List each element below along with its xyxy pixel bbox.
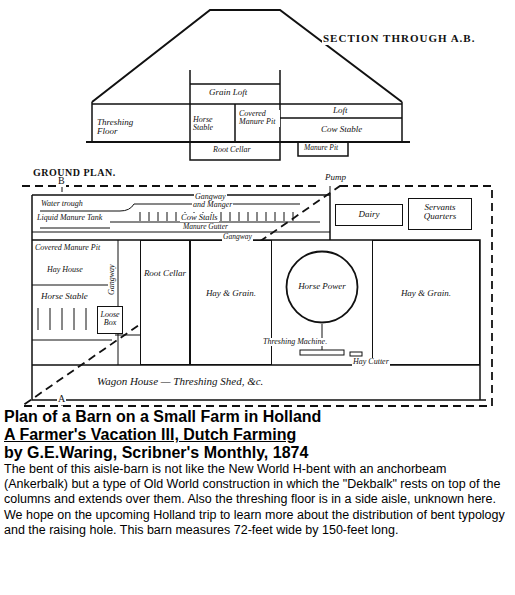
- stall-divider: [38, 308, 39, 330]
- room-name: Loose Box: [100, 311, 120, 328]
- plan-label: Cow Stable: [320, 125, 363, 134]
- stall-divider: [275, 212, 276, 221]
- room-box: Loose Box: [97, 306, 123, 334]
- horse-power-circle: Horse Power: [285, 250, 359, 324]
- caption: The bent of this aisle-barn is not like …: [4, 462, 511, 538]
- plan-label: Hay Cutter: [352, 358, 390, 366]
- room-box: Dairy: [335, 204, 403, 226]
- plan-label: Wagon House — Threshing Shed, &c.: [96, 376, 264, 388]
- plan-label: GROUND PLAN.: [32, 168, 117, 179]
- plan-label: Threshing Machine.: [262, 338, 328, 346]
- stall-divider: [62, 308, 63, 330]
- stall-divider: [158, 212, 159, 221]
- room-box: Hay & Grain.: [190, 240, 272, 365]
- plan-label: Horse Stable: [192, 116, 234, 133]
- room-name: Root Cellar: [144, 269, 186, 278]
- stall-divider: [149, 212, 150, 221]
- stall-divider: [257, 212, 258, 221]
- plan-label: Water trough: [40, 200, 84, 208]
- plan-label: Manure Pit: [303, 144, 339, 152]
- room-name: Dairy: [359, 210, 380, 219]
- plan-label: Gangway: [108, 263, 116, 296]
- plan-label: Hay House: [46, 266, 84, 274]
- stall-divider: [284, 212, 285, 221]
- plan-label: SECTION THROUGH A.B.: [322, 33, 476, 45]
- stall-divider: [248, 212, 249, 221]
- room-name: Hay & Grain.: [401, 289, 451, 298]
- room-box: Root Cellar: [140, 240, 190, 365]
- plan-label: Cow Stalls: [180, 213, 219, 222]
- plan-label: B: [57, 176, 66, 187]
- room-name: Hay & Grain.: [206, 289, 256, 298]
- plan-label: A: [57, 394, 66, 405]
- room-name: Servants Quarters: [411, 203, 469, 222]
- room-box: Servants Quarters: [408, 198, 472, 230]
- title: Plan of a Barn on a Small Farm in Hollan…: [4, 408, 511, 426]
- stall-divider: [176, 212, 177, 221]
- room-name: Horse Power: [298, 282, 346, 291]
- stall-divider: [230, 212, 231, 221]
- plan-label: Threshing Floor: [96, 118, 140, 137]
- stall-divider: [167, 212, 168, 221]
- plan-label: Covered Manure Pit: [238, 110, 280, 127]
- stall-divider: [239, 212, 240, 221]
- plan-label: Root Cellar: [212, 146, 252, 154]
- plan-label: Loft: [332, 106, 349, 115]
- caption-heading: by G.E.Waring, Scribner's Monthly, 1874: [4, 444, 511, 462]
- plan-label: Covered Manure Pit: [34, 244, 101, 252]
- room-box: Hay & Grain.: [372, 240, 480, 365]
- stall-divider: [86, 308, 87, 330]
- plan-label: Horse Stable: [40, 292, 89, 301]
- stall-divider: [50, 308, 51, 330]
- stall-divider: [140, 212, 141, 221]
- plan-label: Pump: [324, 173, 347, 182]
- plan-label: Manure Gutter: [182, 223, 229, 231]
- plan-label: Gangway: [222, 233, 253, 241]
- caption-heading: A Farmer's Vacation III, Dutch Farming: [4, 426, 511, 444]
- plan-label: Liquid Manure Tank: [36, 214, 103, 222]
- plan-label: Grain Loft: [208, 88, 248, 97]
- stall-divider: [74, 308, 75, 330]
- plan-label: and Manger: [192, 201, 233, 209]
- stall-divider: [266, 212, 267, 221]
- stall-divider: [221, 212, 222, 221]
- stall-divider: [293, 212, 294, 221]
- plan-walls: [22, 186, 492, 406]
